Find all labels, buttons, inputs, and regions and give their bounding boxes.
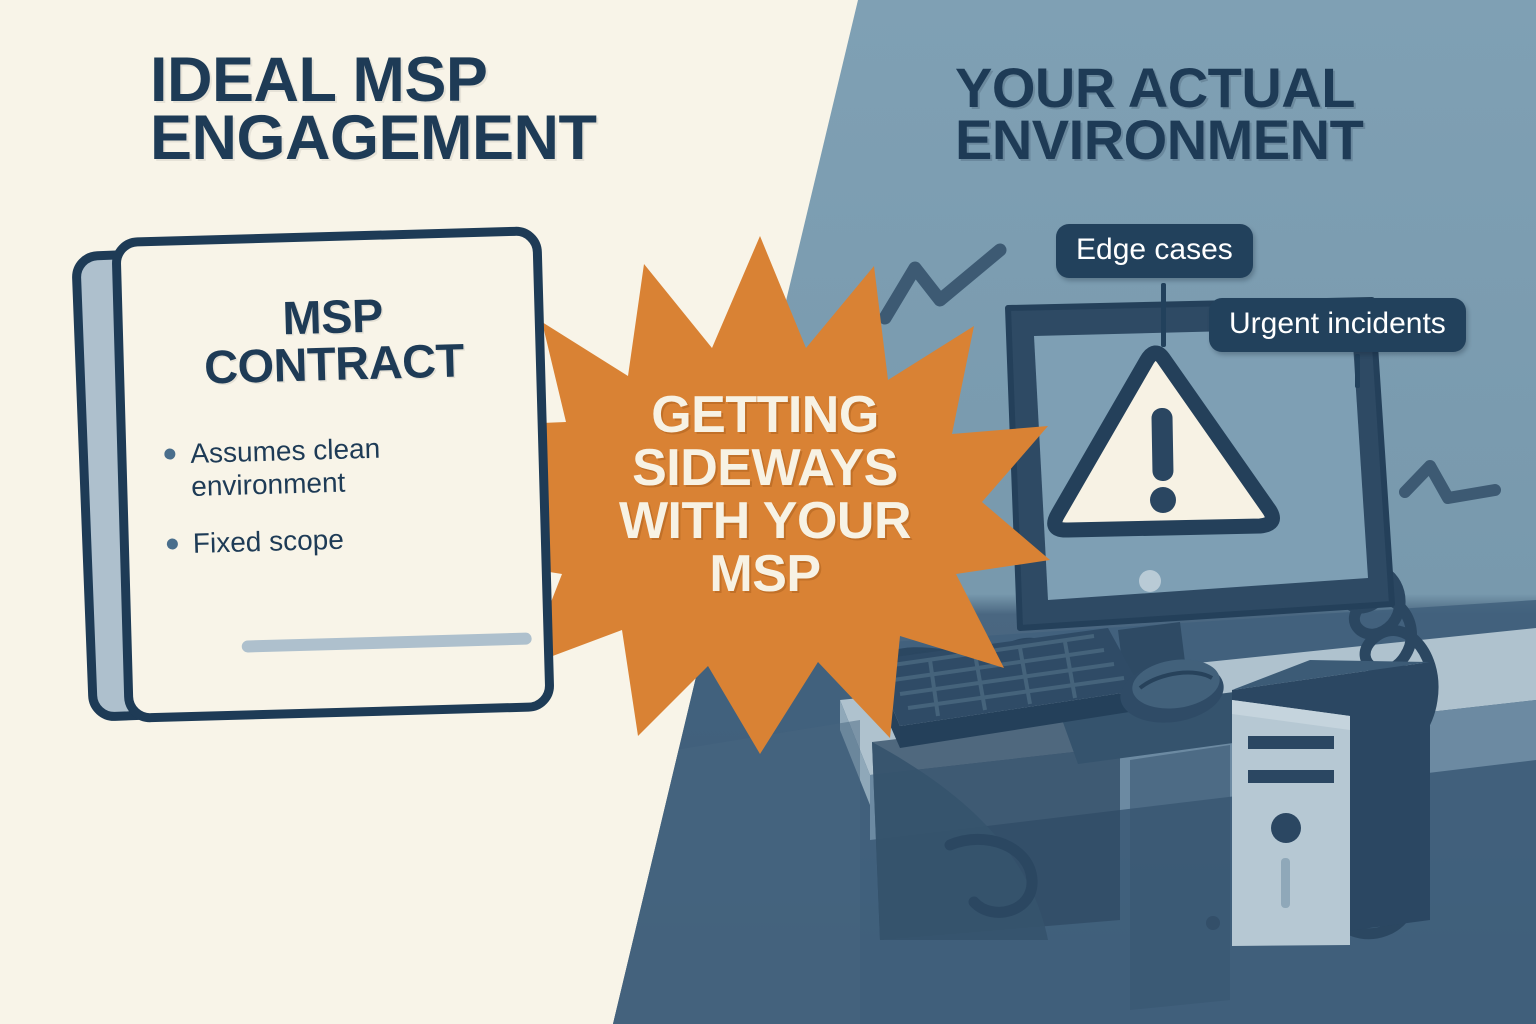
list-item: Fixed scope — [162, 519, 493, 561]
card-front-page: MSP Contract Assumes clean environment F… — [111, 226, 555, 723]
left-panel-title: Ideal MSP Engagement — [150, 45, 597, 173]
urgent-incidents-leader-line — [1355, 354, 1360, 388]
floor-dot — [1206, 916, 1220, 930]
card-title: MSP Contract — [203, 288, 465, 394]
edge-cases-leader-line — [1161, 283, 1166, 347]
list-item: Assumes clean environment — [160, 429, 492, 504]
warning-triangle-icon — [1047, 345, 1280, 538]
msp-contract-card: MSP Contract Assumes clean environment F… — [71, 226, 560, 733]
pc-tower — [1232, 660, 1430, 946]
squiggle-right-icon — [1399, 460, 1501, 504]
starburst-callout: Getting Sideways With Your MSP — [470, 230, 1050, 760]
starburst-text: Getting Sideways With Your MSP — [618, 385, 912, 604]
signature-rule — [241, 632, 532, 653]
callout-edge-cases: Edge cases — [1056, 224, 1253, 278]
squiggle-upper-left-icon — [878, 243, 1007, 325]
starburst-shape — [470, 236, 1050, 754]
squiggle-decorations — [878, 243, 1501, 504]
keyboard — [872, 628, 1142, 748]
right-panel-title: Your Actual Environment — [955, 56, 1364, 171]
callout-urgent-incidents: Urgent incidents — [1209, 298, 1466, 352]
mouse — [1120, 659, 1224, 723]
card-bullet-list: Assumes clean environment Fixed scope — [160, 428, 515, 561]
